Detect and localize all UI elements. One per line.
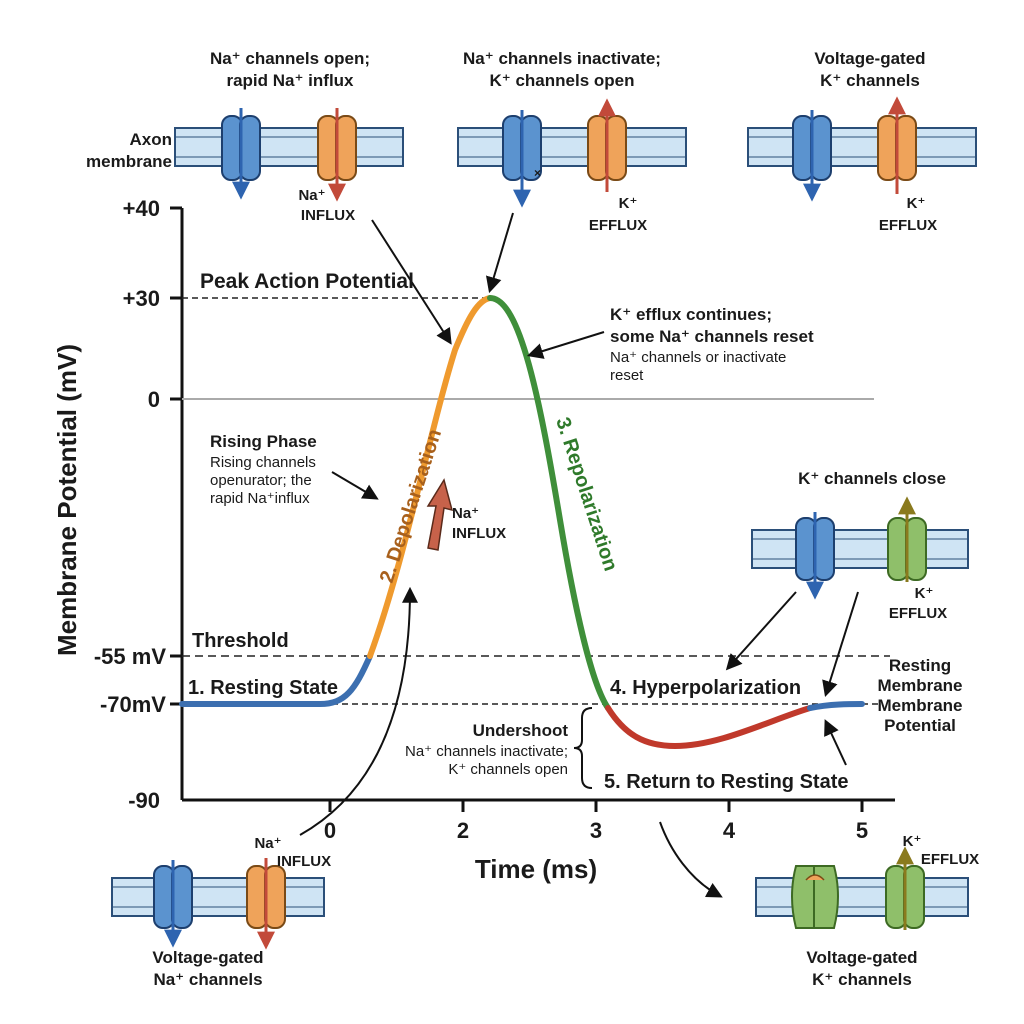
y-tick-label: -55 mV <box>94 644 166 669</box>
repolarization-segment <box>487 295 611 711</box>
axon-label-line1: Axon <box>130 130 173 149</box>
bottom-left-caption-line1: Voltage-gated <box>152 948 263 967</box>
x-axis-title: Time (ms) <box>475 854 597 884</box>
return-segment <box>807 701 865 711</box>
undershoot-brace <box>573 707 593 789</box>
resting-state-label: 1. Resting State <box>188 677 338 699</box>
k-efflux-channel-icon <box>587 98 627 192</box>
na-influx-mid-line1: Na⁺ <box>452 505 479 522</box>
closed-k-channel-icon <box>791 865 839 929</box>
k-close-ion-line1: K⁺ <box>915 585 934 602</box>
membrane-panel-bottom-left <box>111 858 325 950</box>
k-efflux-sub-line2: reset <box>610 367 644 384</box>
y-tick-label: +30 <box>123 286 160 311</box>
y-tick-label: 0 <box>148 387 160 412</box>
k-efflux-line1: K⁺ efflux continues; <box>610 305 772 324</box>
y-axis-title: Membrane Potential (mV) <box>52 344 82 656</box>
x-tick-label: 2 <box>457 818 469 843</box>
rising-phase-sub-line2: openurator; the <box>210 472 312 489</box>
y-tick-label: -90 <box>128 788 160 813</box>
y-tick-label: -70mV <box>100 692 166 717</box>
rising-phase-title: Rising Phase <box>210 432 317 451</box>
x-tick-label: 4 <box>723 818 736 843</box>
resting-membrane-line3: Membrane <box>877 696 962 715</box>
return-to-resting-label: 5. Return to Resting State <box>604 771 848 793</box>
panel1-title-line1: Na⁺ channels open; <box>210 49 370 68</box>
y-tick-label: +40 <box>123 196 160 221</box>
na-influx-channel-icon <box>246 858 286 950</box>
bottom-right-caption-line1: Voltage-gated <box>806 948 917 967</box>
undershoot-title: Undershoot <box>473 721 569 740</box>
threshold-label: Threshold <box>192 630 289 652</box>
panel3-title-line2: K⁺ channels <box>820 71 920 90</box>
na-channel-icon <box>153 860 193 948</box>
na-channel-icon <box>792 110 832 202</box>
panel2-title-line2: K⁺ channels open <box>490 71 635 90</box>
resting-segment <box>179 653 373 707</box>
na-influx-mid-line2: INFLUX <box>452 525 506 542</box>
bottom-left-ion-line2: INFLUX <box>277 853 331 870</box>
bottom-right-caption-line2: K⁺ channels <box>812 970 912 989</box>
panel1-title-line2: rapid Na⁺ influx <box>226 71 354 90</box>
bottom-right-ion-line2: EFFLUX <box>921 851 979 868</box>
bottom-right-ion-line1: K⁺ <box>903 833 922 850</box>
panel3-ion-line1: K⁺ <box>907 195 926 212</box>
hyperpolarization-label: 4. Hyperpolarization <box>610 677 801 699</box>
panel3-title-line1: Voltage-gated <box>814 49 925 68</box>
undershoot-sub-line2: K⁺ channels open <box>448 761 568 778</box>
rising-phase-sub-line1: Rising channels <box>210 454 316 471</box>
resting-membrane-line4: Potential <box>884 716 956 735</box>
panel1-ion-line2: INFLUX <box>301 207 355 224</box>
panel2-title-line1: Na⁺ channels inactivate; <box>463 49 661 68</box>
axon-label-line2: membrane <box>86 152 172 171</box>
panel1-ion-line1: Na⁺ <box>298 187 325 204</box>
k-channels-close-label: K⁺ channels close <box>798 469 946 488</box>
rising-phase-sub-line3: rapid Na⁺influx <box>210 490 310 507</box>
k-efflux-channel-icon <box>885 846 925 930</box>
panel3-ion-line2: EFFLUX <box>879 217 937 234</box>
x-tick-label: 0 <box>324 818 336 843</box>
membrane-panel-top-right <box>747 96 977 202</box>
resting-membrane-line2: Membrane <box>877 676 962 695</box>
panel2-ion-line2: EFFLUX <box>589 217 647 234</box>
bottom-left-ion-line1: Na⁺ <box>254 835 281 852</box>
na-influx-arrow-icon <box>426 478 454 551</box>
inactivated-na-channel-icon: × <box>502 110 542 208</box>
action-potential-curve <box>179 295 865 750</box>
k-efflux-line2: some Na⁺ channels reset <box>610 327 814 346</box>
k-efflux-channel-icon <box>877 96 917 194</box>
k-close-ion-line2: EFFLUX <box>889 605 947 622</box>
hyperpolarization-segment <box>605 705 813 750</box>
na-channel-icon <box>221 108 261 200</box>
na-channel-icon <box>795 512 835 600</box>
membrane-panel-top-middle: × <box>457 98 687 208</box>
membrane-panel-bottom-right <box>755 846 969 930</box>
resting-membrane-line1: Resting <box>889 656 951 675</box>
repolarization-label: 3. Repolarization <box>551 415 621 574</box>
panel2-ion-line1: K⁺ <box>619 195 638 212</box>
svg-text:×: × <box>534 166 541 180</box>
na-influx-channel-icon <box>317 108 357 202</box>
depolarization-segment <box>367 295 493 659</box>
undershoot-sub-line1: Na⁺ channels inactivate; <box>405 743 568 760</box>
x-tick-label: 3 <box>590 818 602 843</box>
membrane-panel-mid-right <box>751 496 969 600</box>
x-tick-label: 5 <box>856 818 868 843</box>
peak-label: Peak Action Potential <box>200 270 414 293</box>
k-efflux-sub-line1: Na⁺ channels or inactivate <box>610 349 786 366</box>
bottom-left-caption-line2: Na⁺ channels <box>153 970 262 989</box>
pointer-arrows <box>299 212 859 898</box>
closed-k-channel-icon <box>887 496 927 582</box>
membrane-panel-top-left <box>174 108 404 202</box>
